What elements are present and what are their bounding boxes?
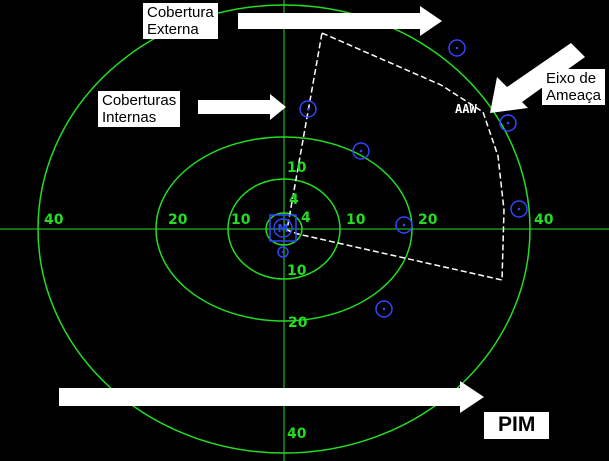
main-body-box bbox=[269, 214, 297, 242]
main-body-symbol: M bbox=[278, 222, 289, 235]
unit-inner-north bbox=[299, 100, 317, 118]
threat-axis-callout: Eixo de Ameaça bbox=[542, 69, 606, 105]
ring-label-4-right: 4 bbox=[301, 210, 311, 226]
ring-label-10-bottom: 10 bbox=[287, 263, 307, 279]
unit-external-east bbox=[510, 200, 528, 218]
aaw-station-label: AAW bbox=[455, 102, 477, 116]
pim-arrow bbox=[59, 381, 484, 413]
ring-label-10-top: 10 bbox=[287, 160, 307, 176]
ring-label-20-bottom: 20 bbox=[288, 315, 308, 331]
ring-label-20-right: 20 bbox=[418, 212, 438, 228]
ring-label-10-left: 10 bbox=[231, 212, 251, 228]
guide-unit bbox=[277, 246, 289, 258]
internal-covers-callout: Coberturas Internas bbox=[98, 91, 181, 127]
main-body-circle bbox=[273, 218, 293, 238]
ring-label-40-bottom: 40 bbox=[287, 426, 307, 442]
ring-label-20-left: 20 bbox=[168, 212, 188, 228]
external-cover-callout: Cobertura Externa bbox=[143, 3, 218, 39]
unit-external-north bbox=[448, 39, 466, 57]
ring-40 bbox=[37, 4, 531, 454]
ring-10 bbox=[227, 178, 341, 280]
threat-sector bbox=[286, 31, 505, 281]
ring-label-40-left: 40 bbox=[44, 212, 64, 228]
guide-unit-dot bbox=[281, 250, 285, 254]
ring-label-40-right: 40 bbox=[534, 212, 554, 228]
threat-axis-arrow bbox=[490, 43, 585, 113]
unit-inner-southeast bbox=[375, 300, 393, 318]
unit-external-northeast bbox=[499, 114, 517, 132]
ring-label-10-right: 10 bbox=[346, 212, 366, 228]
ring-20 bbox=[155, 136, 413, 322]
internal-cover-arrow bbox=[198, 94, 286, 120]
pim-label: PIM bbox=[484, 412, 550, 439]
unit-inner-east bbox=[395, 216, 413, 234]
unit-inner-northeast bbox=[352, 142, 370, 160]
external-cover-arrow bbox=[238, 6, 442, 36]
ring-label-4-top: 4 bbox=[289, 192, 299, 208]
ring-4 bbox=[265, 212, 303, 246]
